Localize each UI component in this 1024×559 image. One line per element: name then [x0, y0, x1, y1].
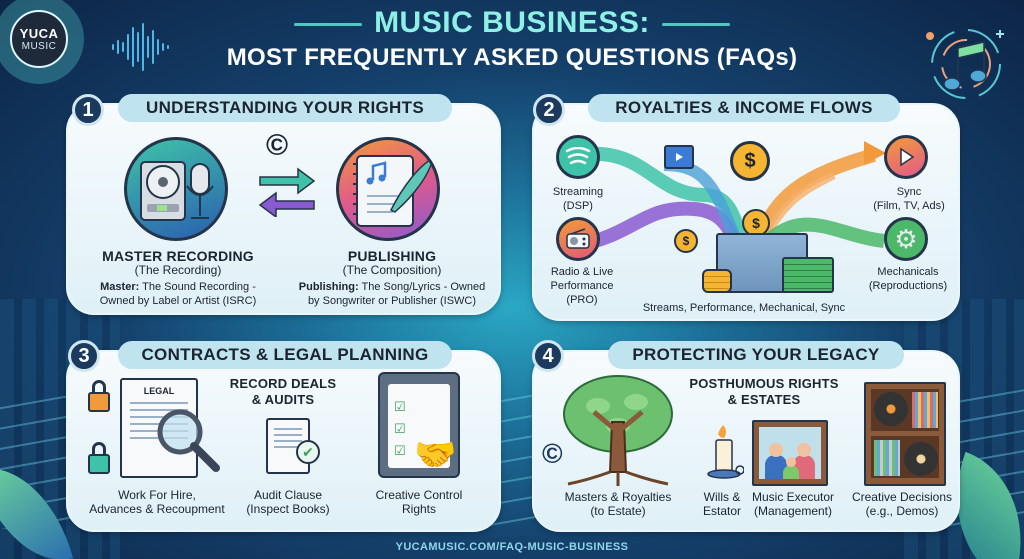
- posthumous-rights-heading: POSTHUMOUS RIGHTS& ESTATES: [689, 376, 839, 407]
- section-protecting-legacy: © POSTHUMOUS RIGHTS& ESTATES Masters & R…: [532, 350, 960, 532]
- exchange-arrows-icon: [258, 167, 316, 217]
- sync-label: Sync(Film, TV, Ads): [873, 186, 945, 212]
- tree-icon: [558, 372, 678, 488]
- publishing-subheading: (The Composition): [342, 263, 442, 277]
- vinyl-bookshelf-icon: [864, 382, 946, 486]
- section-title-understanding-rights: UNDERSTANDING YOUR RIGHTS: [118, 94, 452, 122]
- section-title-royalties-income: ROYALTIES & INCOME FLOWS: [588, 94, 900, 122]
- publishing-label: PUBLISHING (The Composition) Publishing:…: [292, 249, 492, 308]
- income-types-caption: Streams, Performance, Mechanical, Sync: [642, 302, 846, 314]
- coin-icon-dropping: $: [742, 209, 770, 237]
- section-number-4: 4: [532, 340, 564, 372]
- master-recording-heading: MASTER RECORDING: [102, 248, 254, 264]
- copyright-icon-estate: ©: [542, 438, 563, 469]
- footer-url-link[interactable]: YUCAMUSIC.COM/FAQ-MUSIC-BUSINESS: [395, 541, 629, 553]
- master-recording-label: MASTER RECORDING (The Recording) Master:…: [90, 249, 266, 308]
- mechanicals-label: Mechanicals(Reproductions): [868, 266, 948, 292]
- section-number-2: 2: [533, 94, 565, 126]
- legal-doc-label: LEGAL: [143, 386, 175, 396]
- page-title: MUSIC BUSINESS:: [0, 6, 1024, 40]
- tape-recorder-microphone-icon: [124, 137, 228, 241]
- yuca-music-logo[interactable]: YUCA MUSIC: [10, 10, 68, 68]
- coin-icon-small: $: [674, 229, 698, 253]
- master-recording-subheading: (The Recording): [134, 263, 222, 277]
- section-contracts-legal-planning: LEGAL RECORD DEALS& AUDITS ✔ ☑☑☑ 🤝 Work …: [66, 350, 501, 532]
- coin-stack-icon: [702, 269, 732, 293]
- copyright-icon: ©: [266, 129, 289, 162]
- section-understanding-rights: © MASTER RECORDING (The Recording) Maste…: [66, 103, 501, 315]
- streaming-label: Streaming(DSP): [552, 186, 604, 212]
- section-title-contracts-legal: CONTRACTS & LEGAL PLANNING: [118, 341, 452, 369]
- candle-icon: [704, 424, 744, 484]
- sound-wave-icon: [112, 22, 169, 72]
- wills-estator-label: Wills &Estator: [702, 490, 741, 518]
- check-badge-icon: ✔: [296, 440, 320, 464]
- cash-stack-icon: [782, 257, 834, 293]
- work-for-hire-label: Work For Hire,Advances & Recoupment: [89, 488, 225, 516]
- section-number-3: 3: [68, 340, 100, 372]
- master-recording-description: Master: The Sound Recording -Owned by La…: [99, 281, 257, 307]
- streaming-dsp-icon[interactable]: [556, 135, 600, 179]
- handshake-icon: 🤝: [414, 436, 457, 474]
- sync-play-icon[interactable]: [884, 135, 928, 179]
- audit-clause-label: Audit Clause(Inspect Books): [246, 488, 330, 516]
- magnifying-glass-icon: [154, 406, 224, 476]
- publishing-heading: PUBLISHING: [347, 248, 437, 264]
- family-photo-frame-icon: [752, 420, 828, 486]
- mechanicals-gear-icon[interactable]: ⚙: [884, 217, 928, 261]
- title-text: MUSIC BUSINESS:: [374, 6, 650, 39]
- record-deals-heading: RECORD DEALS& AUDITS: [229, 376, 337, 407]
- lock-icon-orange: [88, 392, 110, 412]
- lock-shackle-teal: [92, 442, 106, 456]
- film-strip-icon: [664, 145, 694, 169]
- title-divider-right: [661, 22, 730, 26]
- logo-text-yuca: YUCA: [19, 26, 59, 41]
- creative-decisions-label: Creative Decisions(e.g., Demos): [851, 490, 953, 518]
- songbook-quill-icon: [336, 137, 440, 241]
- music-executor-label: Music Executor(Management): [751, 490, 835, 518]
- clipboard-checklist-icon: ☑☑☑: [378, 372, 460, 478]
- lock-icon-teal: [88, 454, 110, 474]
- music-note-icon: [918, 14, 1008, 104]
- radio-icon[interactable]: [556, 217, 600, 261]
- masters-royalties-label: Masters & Royalties(to Estate): [564, 490, 672, 518]
- page-subtitle: MOST FREQUENTLY ASKED QUESTIONS (FAQs): [226, 44, 798, 71]
- lock-shackle-orange: [92, 380, 106, 394]
- title-divider-left: [294, 22, 363, 26]
- section-number-1: 1: [72, 94, 104, 126]
- logo-text-music: MUSIC: [21, 41, 57, 52]
- section-title-protecting-legacy: PROTECTING YOUR LEGACY: [608, 341, 904, 369]
- coin-icon: $: [730, 141, 770, 181]
